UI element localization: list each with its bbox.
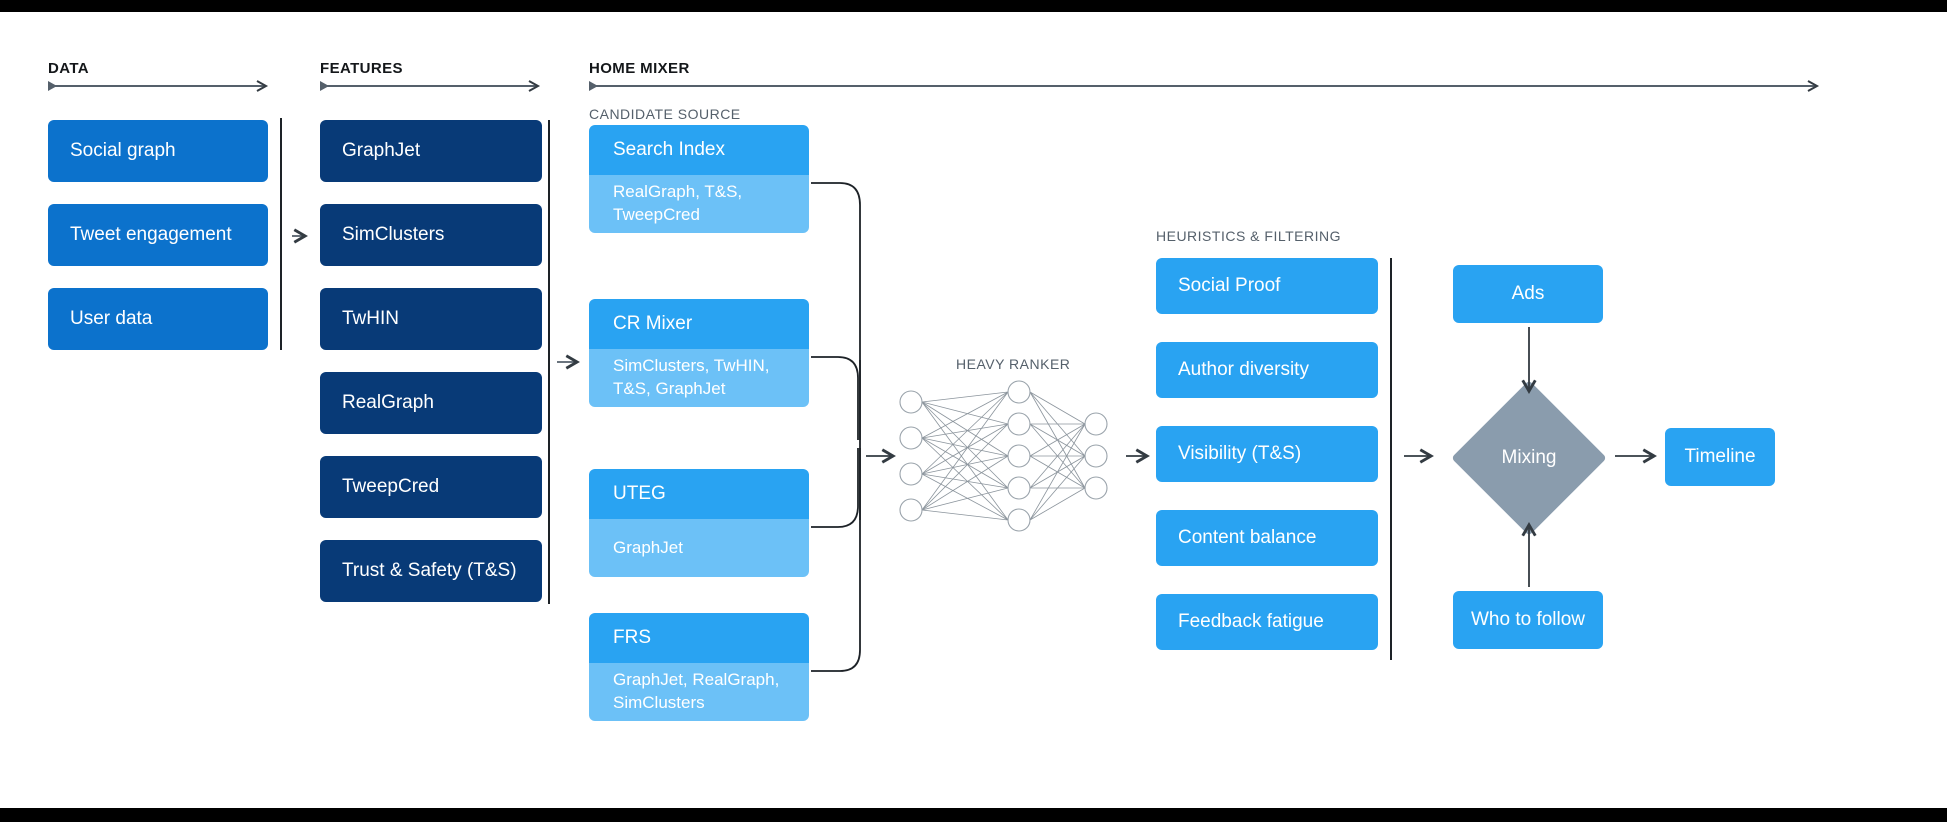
candidate-source-features: GraphJet [589,519,809,577]
mixing-node-label-wrap: Mixing [1454,403,1604,513]
candidate-source-features: SimClusters, TwHIN, T&S, GraphJet [589,349,809,407]
data-box-label: Social graph [70,140,176,162]
section-arrow-home-mixer [589,80,1824,92]
candidate-source-title: UTEG [589,469,809,519]
heuristic-box-author-diversity[interactable]: Author diversity [1156,342,1378,398]
divider-data-features [280,118,282,350]
sublabel-candidate-source: CANDIDATE SOURCE [589,106,741,122]
sublabel-heuristics-filtering: HEURISTICS & FILTERING [1156,228,1341,244]
candidate-source-title: CR Mixer [589,299,809,349]
divider-heuristics-mixing [1390,258,1392,660]
data-box-label: Tweet engagement [70,224,232,246]
candidate-source-features: RealGraph, T&S, TweepCred [589,175,809,233]
feature-box-label: GraphJet [342,140,421,162]
heuristic-box-label: Social Proof [1178,275,1281,297]
mixing-input-ads-label: Ads [1511,283,1545,305]
section-title-home-mixer: HOME MIXER [589,60,690,77]
feature-box-trust-safety[interactable]: Trust & Safety (T&S) [320,540,542,602]
feature-box-realgraph[interactable]: RealGraph [320,372,542,434]
feature-box-twhin[interactable]: TwHIN [320,288,542,350]
heuristic-box-social-proof[interactable]: Social Proof [1156,258,1378,314]
feature-box-label: RealGraph [342,392,434,414]
section-arrow-data [48,80,273,92]
candidate-source-card-cr-mixer[interactable]: CR Mixer SimClusters, TwHIN, T&S, GraphJ… [589,299,809,407]
divider-features-homemixer [548,120,550,604]
heuristic-box-label: Content balance [1178,527,1317,549]
bottom-letterbox-bar [0,808,1947,822]
candidate-source-card-uteg[interactable]: UTEG GraphJet [589,469,809,577]
heuristic-box-feedback-fatigue[interactable]: Feedback fatigue [1156,594,1378,650]
candidate-source-title: FRS [589,613,809,663]
output-timeline[interactable]: Timeline [1665,428,1775,486]
mixing-input-who-to-follow-label: Who to follow [1470,609,1586,631]
feature-box-tweepcred[interactable]: TweepCred [320,456,542,518]
feature-box-label: Trust & Safety (T&S) [342,560,517,582]
feature-box-graphjet[interactable]: GraphJet [320,120,542,182]
mixing-input-ads[interactable]: Ads [1453,265,1603,323]
candidate-source-card-frs[interactable]: FRS GraphJet, RealGraph, SimClusters [589,613,809,721]
output-timeline-label: Timeline [1684,446,1756,468]
heuristic-box-visibility[interactable]: Visibility (T&S) [1156,426,1378,482]
data-box-label: User data [70,308,153,330]
section-title-features: FEATURES [320,60,403,77]
mixing-node-label: Mixing [1501,447,1557,468]
candidate-source-card-search-index[interactable]: Search Index RealGraph, T&S, TweepCred [589,125,809,233]
data-box-social-graph[interactable]: Social graph [48,120,268,182]
data-box-user-data[interactable]: User data [48,288,268,350]
data-box-tweet-engagement[interactable]: Tweet engagement [48,204,268,266]
candidate-source-bus [811,182,861,672]
heavy-ranker-network [899,380,1108,532]
candidate-source-title: Search Index [589,125,809,175]
mixing-input-who-to-follow[interactable]: Who to follow [1453,591,1603,649]
feature-box-label: TwHIN [342,308,399,330]
heuristic-box-label: Author diversity [1178,359,1309,381]
feature-box-label: TweepCred [342,476,440,498]
section-title-data: DATA [48,60,90,77]
sublabel-heavy-ranker: HEAVY RANKER [956,356,1071,372]
heuristic-box-content-balance[interactable]: Content balance [1156,510,1378,566]
feature-box-simclusters[interactable]: SimClusters [320,204,542,266]
section-arrow-features [320,80,545,92]
heuristic-box-label: Feedback fatigue [1178,611,1324,633]
candidate-source-features: GraphJet, RealGraph, SimClusters [589,663,809,721]
top-letterbox-bar [0,0,1947,12]
heuristic-box-label: Visibility (T&S) [1178,443,1302,465]
feature-box-label: SimClusters [342,224,445,246]
